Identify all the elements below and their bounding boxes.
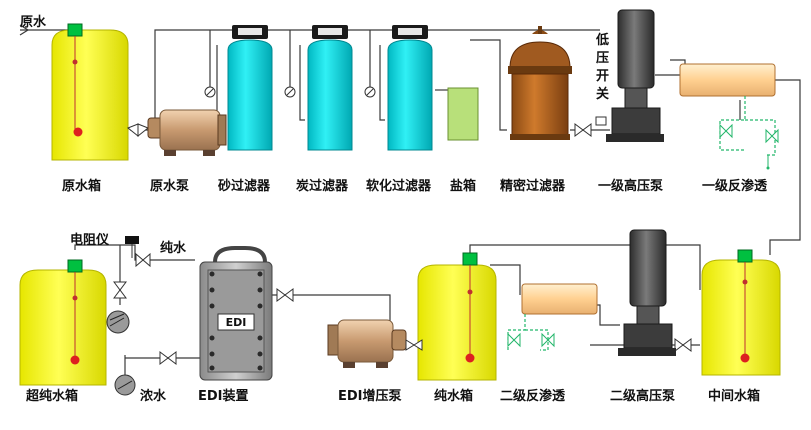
low-pressure-switch-text: 低压开关 [595,32,609,102]
hp-pump-2 [618,229,692,356]
salt-box [447,87,479,141]
low-pressure-switch-label: 低压开关 [595,32,609,102]
softener-label: 软化过滤器 [366,178,432,194]
edi-device: EDI [199,246,273,381]
edi-plate-label: EDI [226,316,247,329]
pure-water-tank [417,252,497,381]
concentrate-label: 浓水 [140,388,167,404]
ultra-pure-water-tank [19,259,107,386]
raw-tank-label: 原水箱 [62,178,101,194]
carbon-filter-label: 炭过滤器 [296,178,349,194]
pure-tank-label: 纯水箱 [434,388,473,404]
ultra-pure-tank-label: 超纯水箱 [26,388,78,404]
hp-pump-1-label: 一级高压泵 [598,178,663,194]
gauge-pure [106,281,130,334]
edi-device-label: EDI装置 [198,388,249,404]
carbon-filter [284,25,353,151]
hp-pump-1 [606,9,664,142]
sand-filter-label: 砂过滤器 [217,178,271,194]
middle-tank-label: 中间水箱 [708,388,760,404]
ro-1-label: 一级反渗透 [702,178,767,194]
resistivity-meter-label: 电阻仪 [70,232,110,248]
raw-water-inlet-label: 原水 [20,14,47,30]
ro-2-label: 二级反渗透 [500,388,565,404]
raw-water-tank [51,23,129,161]
raw-water-pump [127,109,227,156]
sand-filter [204,25,273,151]
edi-booster-label: EDI增压泵 [338,388,402,404]
pure-water-out-label: 纯水 [160,240,187,256]
resistivity-meter [125,236,139,258]
valve-top [574,116,607,137]
gauge-concentrate [114,351,177,396]
valve-edi-out [276,288,294,302]
valve-pure-out [135,252,151,268]
softener-filter [364,25,433,151]
precision-filter [508,26,572,140]
middle-water-tank [701,249,781,376]
precision-filter-label: 精密过滤器 [500,178,566,194]
raw-pump-label: 原水泵 [150,178,189,194]
salt-box-label: 盐箱 [450,178,476,194]
ro-1 [679,63,779,170]
ro-2 [507,283,598,351]
edi-booster-pump [327,319,423,368]
hp-pump-2-label: 二级高压泵 [610,388,675,404]
